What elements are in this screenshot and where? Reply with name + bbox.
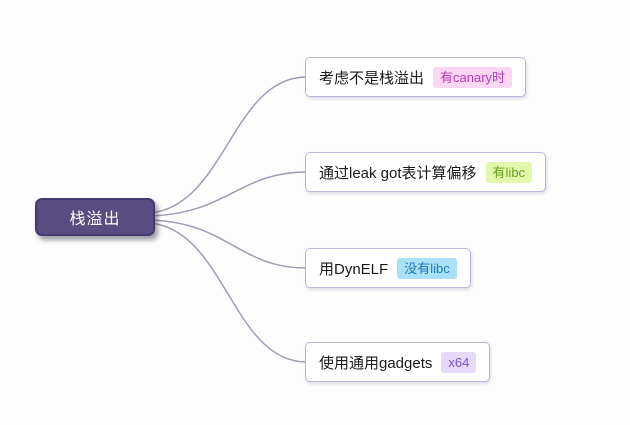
connector-line-4 bbox=[149, 222, 306, 363]
connector-line-3 bbox=[150, 219, 306, 269]
branch-node-universal-gadgets[interactable]: 使用通用gadgets x64 bbox=[305, 342, 491, 382]
branch-node-not-stack-overflow[interactable]: 考虑不是栈溢出 有canary时 bbox=[305, 57, 527, 97]
connector-line-1 bbox=[149, 76, 306, 214]
branch-label: 使用通用gadgets bbox=[319, 354, 433, 372]
branch-tag: 有libc bbox=[485, 161, 533, 183]
branch-label: 考虑不是栈溢出 bbox=[319, 69, 425, 87]
branch-node-dynelf[interactable]: 用DynELF 没有libc bbox=[305, 248, 471, 288]
branch-tag: 有canary时 bbox=[433, 66, 513, 88]
root-node-stack-overflow[interactable]: 栈溢出 bbox=[35, 198, 155, 236]
root-node-label: 栈溢出 bbox=[69, 211, 121, 228]
branch-node-leak-got-offset[interactable]: 通过leak got表计算偏移 有libc bbox=[305, 152, 547, 192]
branch-tag: 没有libc bbox=[397, 257, 457, 279]
branch-tag: x64 bbox=[441, 351, 477, 373]
branch-label: 用DynELF bbox=[319, 260, 389, 278]
connector-line-2 bbox=[150, 171, 306, 217]
branch-label: 通过leak got表计算偏移 bbox=[319, 164, 477, 182]
